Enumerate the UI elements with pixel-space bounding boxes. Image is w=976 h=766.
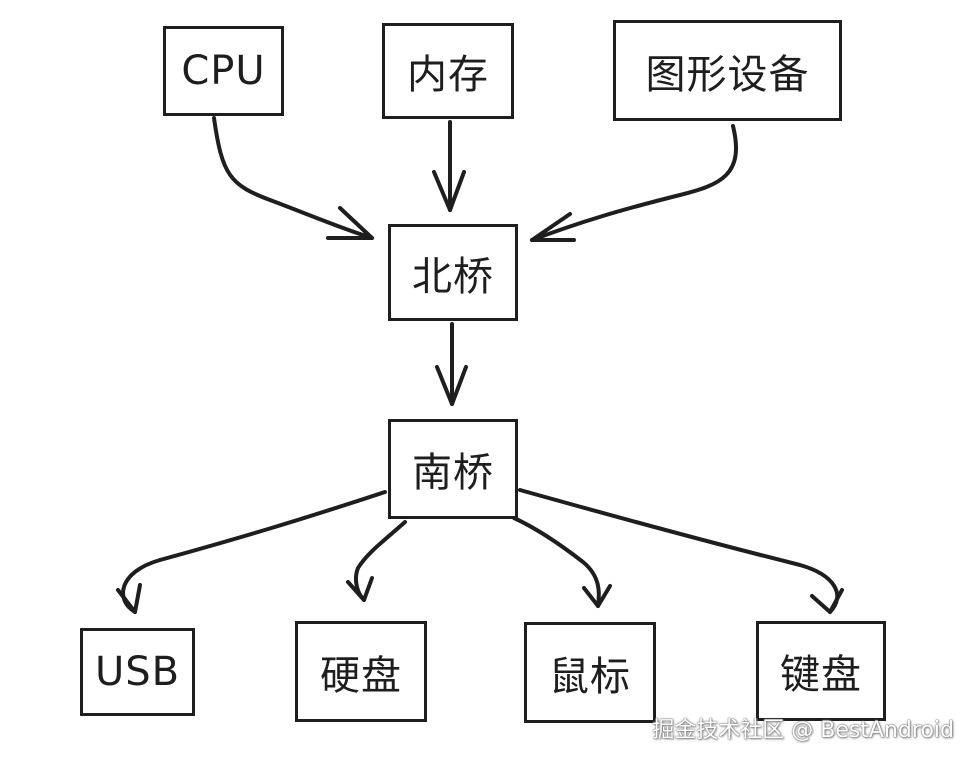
arrowhead-cpu [326,206,374,240]
node-usb: USB [80,628,195,716]
node-memory: 内存 [382,23,514,119]
node-graphics: 图形设备 [613,20,842,121]
node-memory-label: 内存 [407,52,489,98]
edge-southbridge-to-hdd [354,520,407,602]
node-usb-label: USB [94,649,181,695]
node-hard-disk: 硬盘 [295,621,427,722]
arrowhead-keyboard [810,588,844,614]
arrowhead-hdd [346,576,374,602]
node-south-bridge: 南桥 [388,419,518,519]
node-cpu: CPU [163,26,284,116]
edge-cpu-to-northbridge [212,116,374,240]
watermark: 掘金技术社区 @ BestAndroid [652,718,954,743]
arrowhead-memory [432,170,466,212]
node-keyboard: 键盘 [756,621,886,721]
node-north-bridge-label: 北桥 [412,253,494,300]
edge-graphics-to-northbridge [530,124,739,242]
node-keyboard-label: 键盘 [780,652,862,698]
node-hard-disk-label: 硬盘 [320,652,402,699]
edge-southbridge-to-mouse [512,516,601,608]
node-mouse: 鼠标 [524,622,656,723]
arrowhead-usb [116,583,142,614]
edge-southbridge-to-keyboard [518,488,840,614]
arrowhead-graphics [530,212,576,242]
node-south-bridge-label: 南桥 [412,450,494,496]
node-north-bridge: 北桥 [388,224,518,321]
node-mouse-label: 鼠标 [549,653,631,700]
arrowhead-northbridge [435,365,468,406]
edge-southbridge-to-usb [121,490,387,614]
arrowhead-mouse [582,584,612,608]
node-cpu-label: CPU [181,48,266,94]
node-graphics-label: 图形设备 [645,51,810,98]
